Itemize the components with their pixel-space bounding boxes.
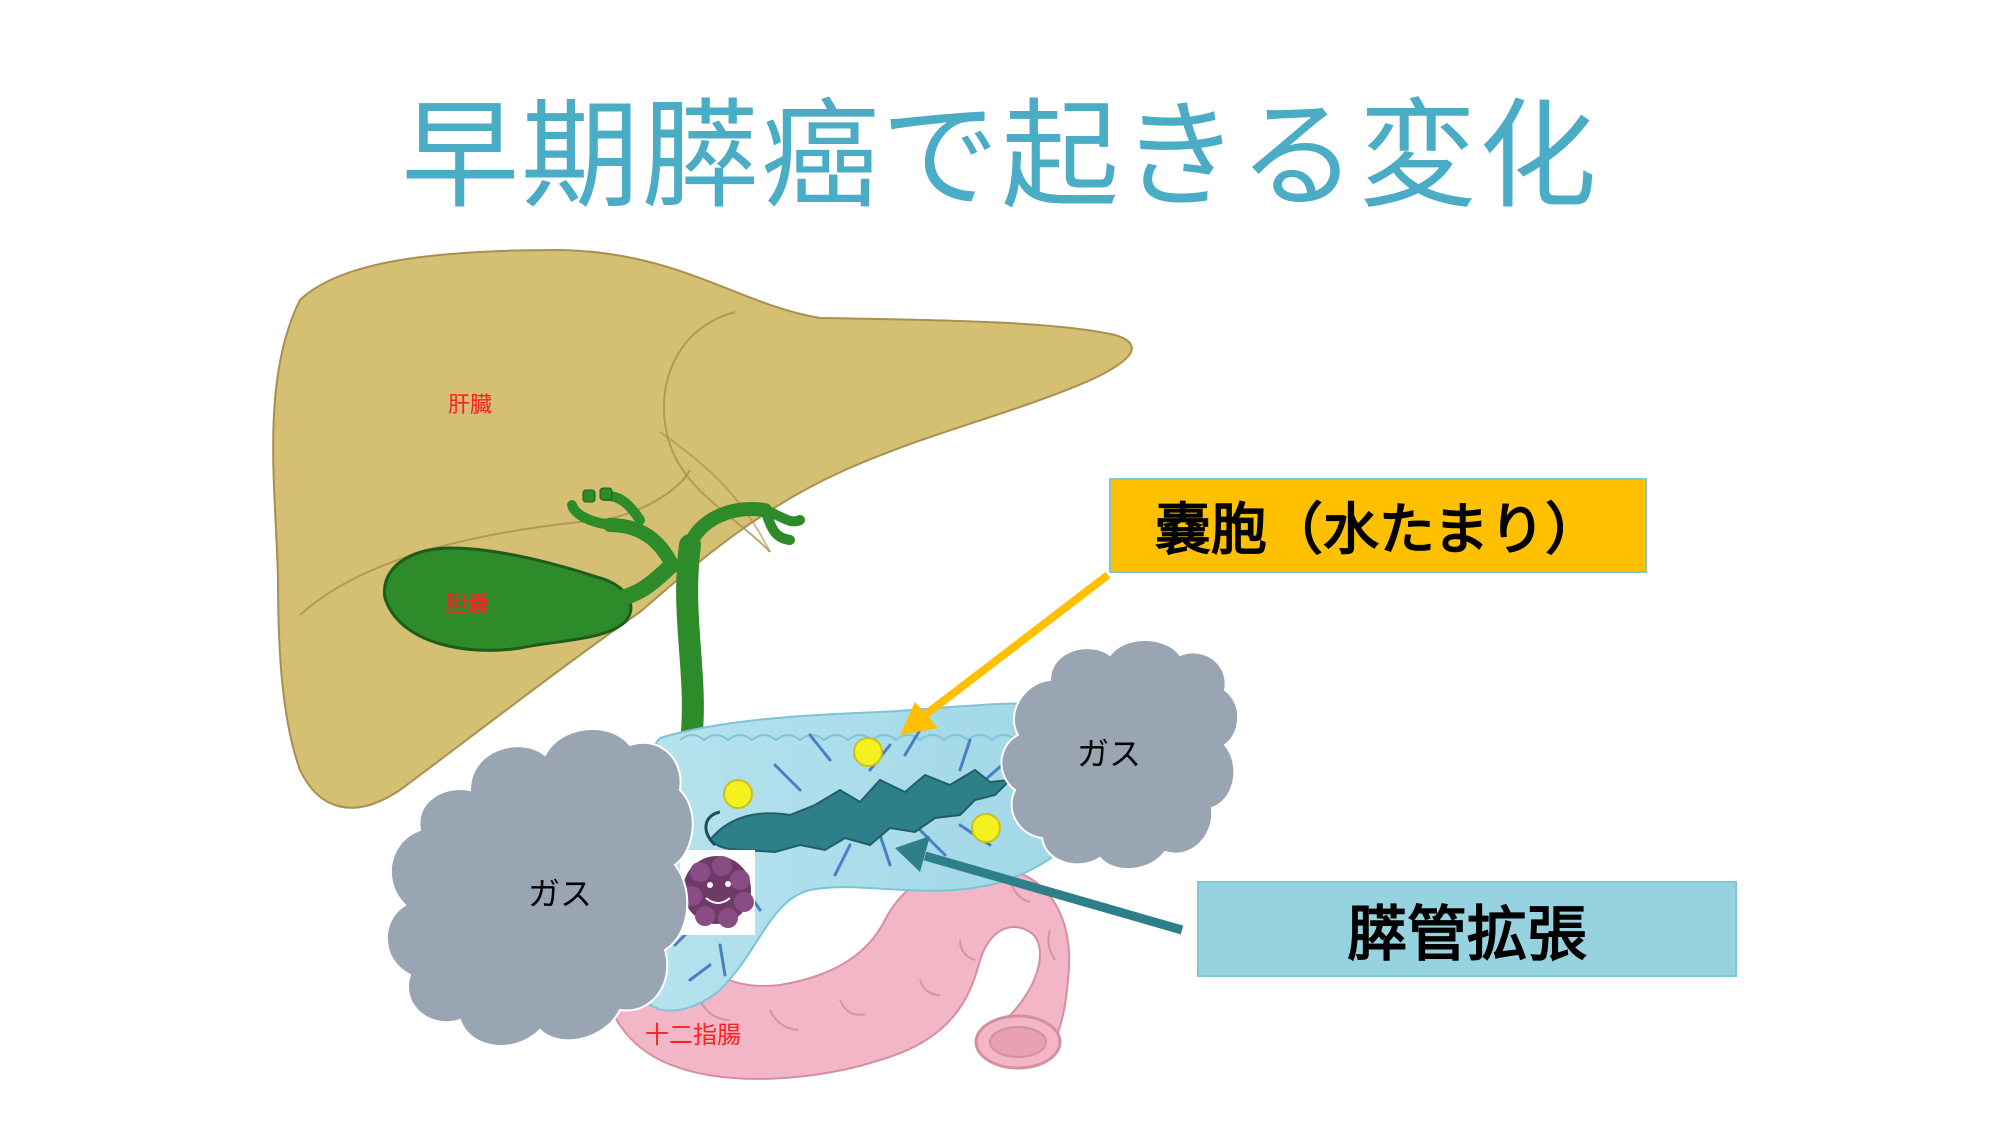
- gas-cloud-right: [1000, 639, 1240, 870]
- cyst-dot: [971, 813, 1001, 843]
- gallbladder-label: 胆嚢: [445, 593, 489, 618]
- duodenum-label: 十二指腸: [645, 1021, 741, 1049]
- gas-label-right: ガス: [1077, 735, 1141, 773]
- cyst-callout: 嚢胞（水たまり）: [1109, 478, 1647, 573]
- cyst-arrow: [900, 571, 1111, 735]
- duct-arrow: [895, 836, 1184, 935]
- cyst-dot: [723, 779, 753, 809]
- tumor-icon: [680, 850, 755, 935]
- liver-label: 肝臓: [448, 393, 492, 418]
- gas-label-left: ガス: [528, 875, 592, 913]
- page-title: 早期膵癌で起きる変化: [401, 87, 1599, 225]
- cyst-dot: [853, 737, 883, 767]
- gas-cloud-left: [385, 728, 694, 1047]
- duct-callout: 膵管拡張: [1197, 881, 1737, 977]
